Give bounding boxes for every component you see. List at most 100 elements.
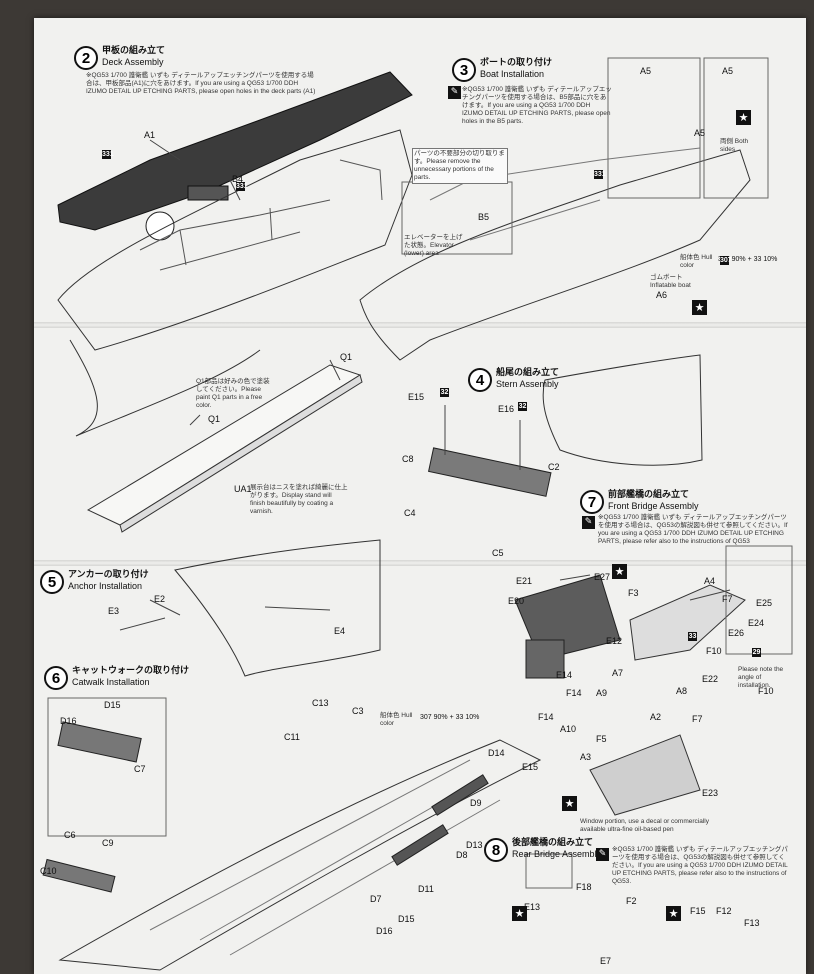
- part-label: A7: [612, 668, 624, 678]
- step-title-jp: ボートの取り付け: [480, 58, 553, 68]
- part-label: C10: [40, 866, 57, 876]
- part-label: F18: [576, 882, 592, 892]
- page-fold: [34, 560, 806, 566]
- part-label: F14: [538, 712, 554, 722]
- part-label: E25: [756, 598, 773, 608]
- part-label: A5: [722, 66, 734, 76]
- step-number: 6: [44, 666, 68, 690]
- paint-number: 331: [102, 150, 114, 159]
- part-label: E22: [702, 674, 719, 684]
- step-number: 7: [580, 490, 604, 514]
- part-label: F13: [744, 918, 760, 928]
- part-label: F15: [690, 906, 706, 916]
- paint-number: 331: [236, 182, 248, 191]
- part-label: D7: [370, 894, 382, 904]
- step-number: 5: [40, 570, 64, 594]
- step-title-jp: 船尾の組み立て: [496, 368, 560, 378]
- star-marker-icon: ★: [666, 906, 681, 921]
- step-rear-bridge-assembly: 8 後部艦橋の組み立て Rear Bridge Assembly: [484, 838, 601, 862]
- paint-number: 33: [688, 632, 697, 641]
- hull-upper: [57, 129, 413, 351]
- part-label: F14: [566, 688, 582, 698]
- step-number: 8: [484, 838, 508, 862]
- part-label: A5: [640, 66, 652, 76]
- part-label: C6: [64, 830, 76, 840]
- step-anchor-installation: 5 アンカーの取り付け Anchor Installation: [40, 570, 149, 594]
- part-label: A2: [650, 712, 662, 722]
- step-deck-assembly: 2 甲板の組み立て Deck Assembly: [74, 46, 165, 70]
- step-title-jp: キャットウォークの取り付け: [72, 666, 190, 676]
- part-label: D16: [376, 926, 393, 936]
- window-decal-note: Window portion, use a decal or commercia…: [580, 818, 709, 833]
- part-label: E14: [556, 670, 573, 680]
- etching-parts-icon: ✎: [582, 516, 595, 529]
- hull-right: [359, 149, 751, 361]
- etching-parts-icon: ✎: [448, 86, 461, 99]
- step-note: ※QG53 1/700 護衛艦 いずも ディテールアップエッチングパーツを使用す…: [462, 86, 612, 125]
- catwalk-hull: [58, 739, 542, 971]
- page-fold: [34, 322, 806, 328]
- flight-deck: [57, 71, 413, 231]
- step-title-en: Front Bridge Assembly: [608, 501, 699, 511]
- part-label: F3: [628, 588, 639, 598]
- part-label: E4: [334, 626, 346, 636]
- part-label: D16: [60, 716, 77, 726]
- paint-number: 32: [440, 388, 449, 397]
- part-label: E27: [594, 572, 611, 582]
- step-number: 4: [468, 368, 492, 392]
- part-label: F7: [692, 714, 703, 724]
- step-number: 3: [452, 58, 476, 82]
- part-label: D14: [488, 748, 505, 758]
- part-label: F10: [758, 686, 774, 696]
- part-label: F5: [596, 734, 607, 744]
- step-title-en: Catwalk Installation: [72, 677, 150, 687]
- star-marker-icon: ★: [512, 906, 527, 921]
- star-marker-icon: ★: [612, 564, 627, 579]
- part-label: C9: [102, 838, 114, 848]
- paint-number: 307: [720, 256, 732, 265]
- paint-number: 331: [594, 170, 606, 179]
- part-label: D11: [418, 884, 434, 894]
- step-stern-assembly: 4 船尾の組み立て Stern Assembly: [468, 368, 559, 392]
- step-title-jp: アンカーの取り付け: [68, 570, 149, 580]
- part-label: C11: [284, 732, 300, 742]
- part-label: C7: [134, 764, 146, 774]
- step-note: ※QG53 1/700 護衛艦 いずも ディテールアップエッチングパーツを使用す…: [598, 514, 788, 545]
- part-label: A10: [560, 724, 577, 734]
- step-title-en: Stern Assembly: [496, 379, 559, 389]
- part-label: E12: [606, 636, 623, 646]
- part-label: C2: [548, 462, 560, 472]
- part-label: A4: [704, 576, 716, 586]
- part-label: E2: [154, 594, 166, 604]
- stern-beam: [428, 447, 552, 497]
- step-number: 2: [74, 46, 98, 70]
- part-label: C3: [352, 706, 364, 716]
- q1-paint-note: Q1部品は好みの色で塗装してください。Please paint Q1 parts…: [196, 378, 270, 409]
- elevator-callout: エレベーターを上げた状態。Elevator (lower) area: [404, 234, 463, 257]
- star-marker-icon: ★: [736, 110, 751, 125]
- part-label: A6: [656, 290, 668, 300]
- stern-hull: [542, 354, 703, 466]
- inflatable-boat-label: ゴムボート Inflatable boat: [650, 274, 691, 289]
- hull-color-label: 船体色 Hull color: [680, 254, 713, 269]
- part-label: A8: [676, 686, 688, 696]
- part-label: B4: [232, 174, 244, 184]
- part-label: D15: [104, 700, 121, 710]
- step-catwalk-installation: 6 キャットウォークの取り付け Catwalk Installation: [44, 666, 189, 690]
- part-label: A1: [144, 130, 156, 140]
- part-label: C4: [404, 508, 416, 518]
- part-label: A3: [580, 752, 592, 762]
- stand-varnish-note: 展示台はニスを塗れば綺麗に仕上がります。Display stand will f…: [250, 484, 348, 515]
- hull-color-label: 船体色 Hull color: [380, 712, 413, 727]
- part-label: D13: [466, 840, 483, 850]
- part-label: E15: [408, 392, 425, 402]
- paint-number: 32: [518, 402, 527, 411]
- paint-number: 29: [752, 648, 761, 657]
- part-label: E26: [728, 628, 745, 638]
- remove-parts-callout: パーツの不要部分の切り取ります。Please remove the unnece…: [412, 148, 508, 184]
- part-label: D15: [398, 914, 415, 924]
- part-label: E23: [702, 788, 719, 798]
- bow-hull: [174, 539, 381, 677]
- part-label: A5: [694, 128, 706, 138]
